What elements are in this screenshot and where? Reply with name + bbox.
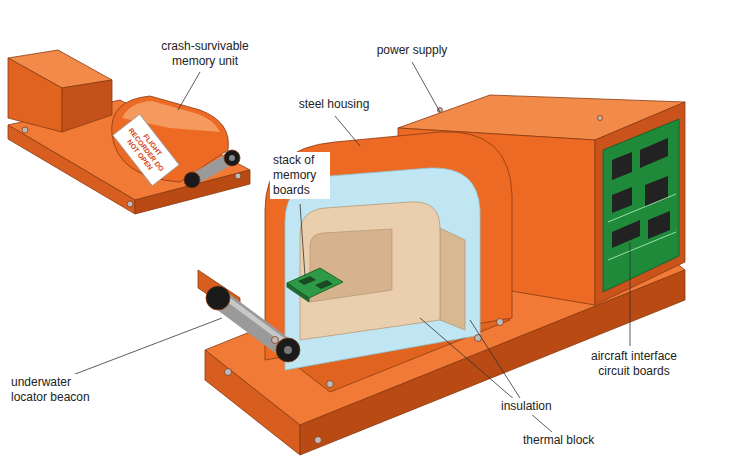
screw <box>327 381 334 388</box>
chip <box>612 220 640 248</box>
leader-line <box>470 320 520 398</box>
leader-lines <box>70 62 630 432</box>
board-trace <box>608 232 676 260</box>
part-label: steel housing <box>288 96 380 113</box>
chip <box>612 187 632 213</box>
small-recorder <box>8 50 250 214</box>
chip <box>298 276 316 285</box>
beacon-cap <box>224 150 240 166</box>
part-label: aircraft interface circuit boards <box>574 348 694 380</box>
leader-line <box>630 242 631 346</box>
screw <box>272 337 279 344</box>
circuit-board <box>603 119 679 292</box>
beacon-cap-center <box>284 346 292 354</box>
block-face <box>8 58 62 132</box>
warning-plate <box>113 114 179 185</box>
memory-boards-edge <box>287 283 309 302</box>
screw <box>22 127 28 133</box>
large-recorder <box>198 95 685 455</box>
beacon-body <box>218 298 288 350</box>
power-supply-side <box>595 102 685 305</box>
beacon-cap <box>206 286 230 310</box>
leader-line <box>70 318 222 376</box>
part-label: thermal block <box>520 432 612 449</box>
part-label: underwater locator beacon <box>8 374 108 406</box>
screw <box>315 437 322 444</box>
chip <box>315 280 333 289</box>
memory-boards <box>287 268 343 298</box>
screw <box>598 116 603 121</box>
leader-line <box>335 116 360 146</box>
leader-line <box>300 204 305 276</box>
beacon-cap <box>276 338 300 362</box>
chip <box>640 138 668 168</box>
beacon-cap-center <box>229 155 235 161</box>
plate <box>113 114 179 185</box>
chip <box>648 211 670 239</box>
screw <box>225 369 232 376</box>
screw <box>475 335 482 342</box>
warning-plate-text: FLIGHT RECORDER DO NOT OPEN <box>116 118 175 183</box>
leader-line <box>178 72 200 110</box>
part-label: power supply <box>370 42 454 59</box>
board-trace <box>608 194 676 222</box>
leader-line <box>412 62 440 112</box>
part-label: stack of memory boards <box>270 152 330 199</box>
chip <box>612 152 632 180</box>
part-label: insulation <box>498 398 568 415</box>
block-face <box>62 80 112 132</box>
part-label: crash-survivable memory unit <box>148 38 262 70</box>
screw <box>235 173 241 179</box>
screw <box>127 201 133 207</box>
beacon-cap <box>184 172 200 188</box>
screw <box>497 319 504 326</box>
thermal-block-side <box>440 228 465 330</box>
